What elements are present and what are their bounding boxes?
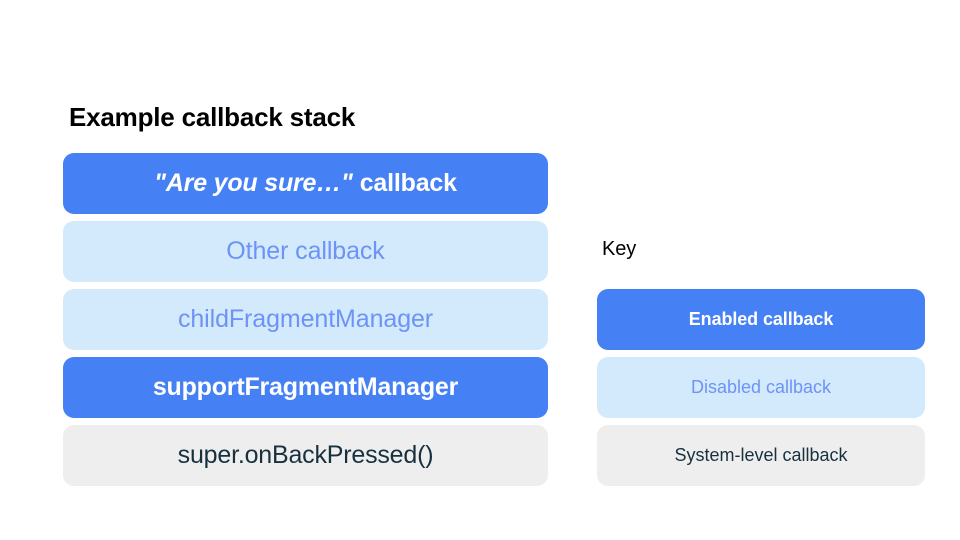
stack-item-label: childFragmentManager — [177, 305, 434, 333]
key-list: Enabled callback Disabled callback Syste… — [597, 289, 925, 486]
stack-item-super-on-back-pressed: super.onBackPressed() — [63, 425, 548, 486]
stack-item-label: callback — [359, 169, 457, 197]
key-panel: Key Enabled callback Disabled callback S… — [597, 236, 925, 486]
key-title: Key — [602, 238, 637, 260]
stack-item-label: supportFragmentManager — [152, 373, 459, 401]
stack-item-support-fragment-manager: supportFragmentManager — [63, 357, 548, 418]
stack-item-child-fragment-manager: childFragmentManager — [63, 289, 548, 350]
key-item-disabled-callback: Disabled callback — [597, 357, 925, 418]
key-item-label: Enabled callback — [688, 309, 834, 329]
callback-stack-panel: Example callback stack "Are you sure…"ca… — [63, 100, 548, 486]
stack-title: Example callback stack — [69, 102, 356, 132]
stack-item-label: super.onBackPressed() — [177, 441, 434, 469]
key-item-label: Disabled callback — [690, 377, 832, 397]
stack-item-label: Other callback — [226, 237, 385, 265]
stack-item-other-callback: Other callback — [63, 221, 548, 282]
key-item-label: System-level callback — [674, 445, 848, 465]
stack-item-quoted-label: "Are you sure…" — [154, 169, 353, 197]
callback-stack-list: "Are you sure…"callback Other callback c… — [63, 153, 548, 486]
key-item-enabled-callback: Enabled callback — [597, 289, 925, 350]
stack-item-are-you-sure: "Are you sure…"callback — [63, 153, 548, 214]
key-item-system-level-callback: System-level callback — [597, 425, 925, 486]
